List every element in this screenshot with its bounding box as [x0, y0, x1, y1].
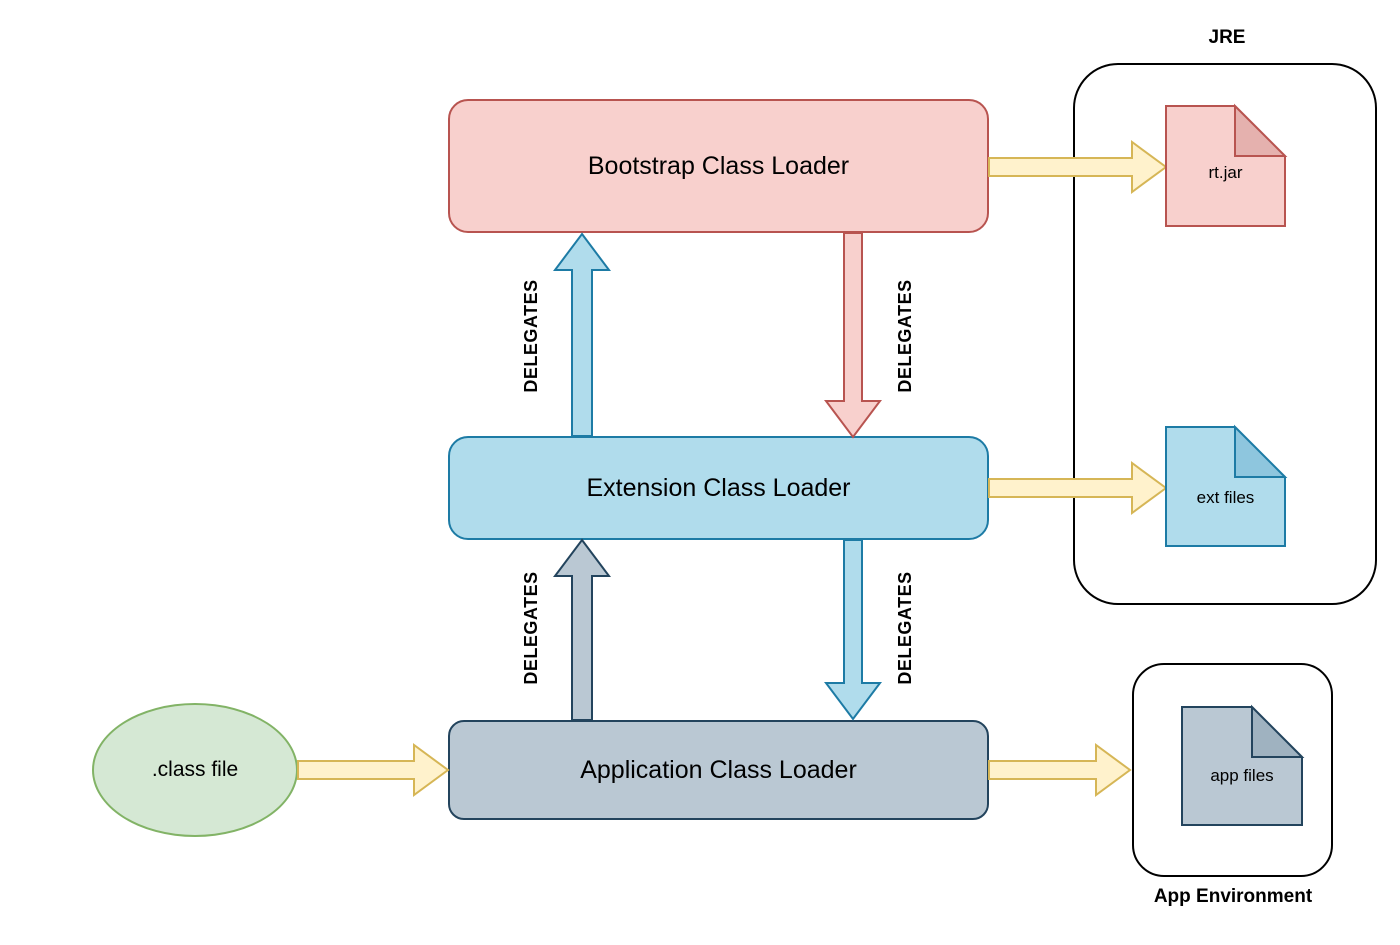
- bootstrap-class-loader-label: Bootstrap Class Loader: [587, 151, 850, 180]
- arrow-classfile-to-application: [297, 743, 450, 797]
- extension-class-loader-label: Extension Class Loader: [586, 473, 851, 502]
- extfiles-file-label: ext files: [1196, 488, 1255, 507]
- application-class-loader-node: Application Class Loader: [448, 720, 989, 820]
- arrow-delegates-extension-to-application: [824, 539, 882, 721]
- delegates-label-down-top: DELEGATES: [895, 279, 915, 393]
- rtjar-file-label: rt.jar: [1208, 163, 1243, 182]
- app-environment-label: App Environment: [1153, 886, 1313, 907]
- delegates-label-up-top: DELEGATES: [521, 279, 541, 393]
- app-environment-container: [1132, 663, 1333, 877]
- appfiles-file-label: app files: [1210, 766, 1274, 785]
- arrow-delegates-extension-to-bootstrap: [553, 232, 611, 437]
- extension-class-loader-node: Extension Class Loader: [448, 436, 989, 540]
- class-file-node: .class file: [92, 703, 298, 837]
- delegates-label-up-bottom: DELEGATES: [521, 571, 541, 685]
- arrow-application-to-appenv: [988, 743, 1132, 797]
- arrow-delegates-bootstrap-to-extension: [824, 232, 882, 439]
- delegates-label-down-bottom: DELEGATES: [895, 571, 915, 685]
- application-class-loader-label: Application Class Loader: [580, 755, 857, 784]
- jre-container: [1073, 63, 1377, 605]
- jre-container-label: JRE: [1208, 27, 1246, 48]
- arrow-delegates-application-to-extension: [553, 538, 611, 721]
- bootstrap-class-loader-node: Bootstrap Class Loader: [448, 99, 989, 233]
- class-file-label: .class file: [151, 758, 239, 781]
